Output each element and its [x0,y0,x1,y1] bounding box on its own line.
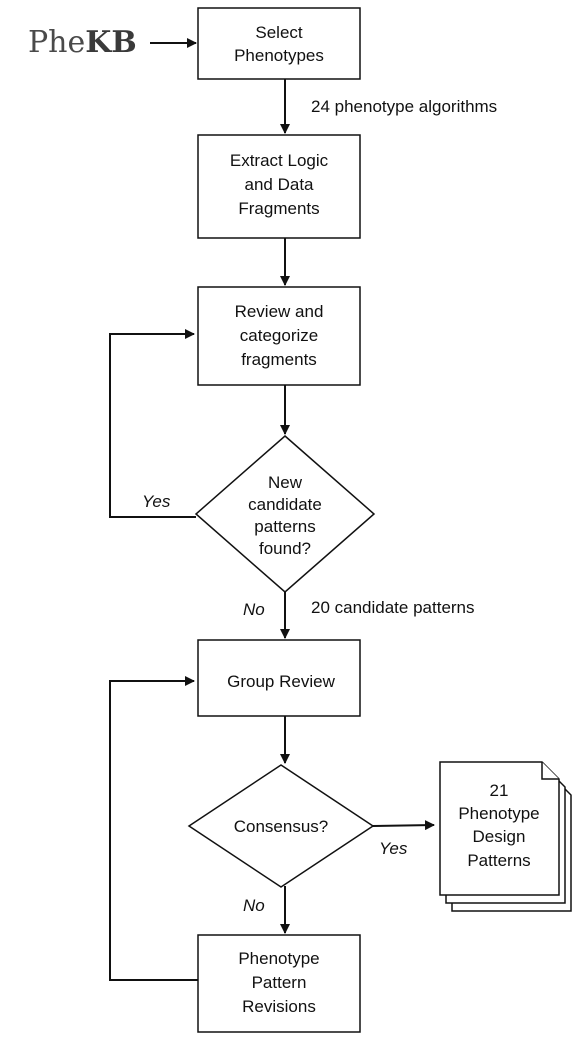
node-review-categorize-line-2: categorize [240,326,318,345]
decision-new-candidate-line-1: New [268,473,303,492]
node-pattern-revisions: Phenotype Pattern Revisions [197,934,361,1033]
phekb-logo: PheKB [28,25,137,60]
arrow-decision-yes-loop [109,329,196,518]
node-review-categorize: Review and categorize fragments [197,286,361,386]
label-yes-loop-1: Yes [142,492,171,511]
document-stack-design-patterns: 21 Phenotype Design Patterns [439,761,572,912]
node-select-phenotypes-line-1: Select [255,23,303,42]
svg-text:PheKB: PheKB [28,25,137,60]
label-candidate-patterns-count: 20 candidate patterns [311,598,475,617]
decision-new-candidate: New candidate patterns found? [194,435,376,593]
node-extract-logic-line-2: and Data [245,175,315,194]
decision-consensus: Consensus? [187,764,375,888]
document-design-patterns-line-2: Phenotype [458,804,539,823]
node-select-phenotypes-line-2: Phenotypes [234,46,324,65]
document-design-patterns-line-4: Patterns [467,851,530,870]
document-design-patterns-line-3: Design [473,827,526,846]
label-no-2: No [243,896,265,915]
connectors [109,38,435,981]
logo-text-light: Phe [28,25,85,60]
node-group-review-line-1: Group Review [227,672,335,691]
decision-new-candidate-line-3: patterns [254,517,315,536]
node-group-review: Group Review [197,639,361,717]
node-pattern-revisions-line-1: Phenotype [238,949,319,968]
node-select-phenotypes: Select Phenotypes [197,7,361,80]
label-algorithms-count: 24 phenotype algorithms [311,97,497,116]
label-no-1: No [243,600,265,619]
arrow-consensus-to-patterns [372,820,435,831]
arrow-revisions-loop [109,676,198,981]
node-pattern-revisions-line-2: Pattern [252,973,307,992]
label-yes-2: Yes [379,839,408,858]
node-review-categorize-line-3: fragments [241,350,317,369]
decision-consensus-line-1: Consensus? [234,817,329,836]
edge-labels: 24 phenotype algorithms 20 candidate pat… [142,97,497,915]
node-review-categorize-line-1: Review and [235,302,324,321]
decision-new-candidate-line-4: found? [259,539,311,558]
logo-text-bold: KB [85,25,136,60]
decision-new-candidate-line-2: candidate [248,495,322,514]
document-design-patterns-line-1: 21 [490,781,509,800]
node-extract-logic-line-1: Extract Logic [230,151,329,170]
node-extract-logic-line-3: Fragments [238,199,319,218]
node-extract-logic: Extract Logic and Data Fragments [197,134,361,239]
node-pattern-revisions-line-3: Revisions [242,997,316,1016]
